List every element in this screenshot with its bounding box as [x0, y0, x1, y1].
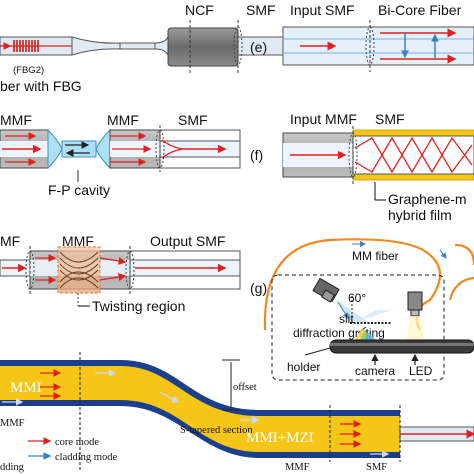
taper-right — [154, 36, 169, 56]
taper-left — [71, 36, 121, 56]
smf-fp-label: SMF — [178, 112, 208, 128]
input-smf-label: Input SMF — [290, 2, 355, 18]
smf-partial-label: MF — [0, 233, 20, 249]
ncf-section — [167, 27, 239, 67]
holder-label: holder — [287, 360, 320, 374]
panel-e-letter: (e) — [250, 39, 267, 55]
setup-box — [271, 274, 445, 381]
cladding-partial-label: dding — [0, 462, 25, 473]
panel-g-letter: (g) — [250, 280, 267, 296]
mmf-mid-label: MMF — [107, 112, 139, 128]
panel-s-tapered: offset MMI MMF S-tapered section core mo… — [0, 352, 474, 473]
led-label: LED — [409, 364, 433, 378]
slit-label: slit — [339, 312, 354, 326]
film-top — [352, 129, 474, 137]
fiber-with-fbg-caption: ber with FBG — [0, 78, 82, 94]
panel-fp-cavity: MMF MMF SMF F-P cavity — [0, 112, 241, 198]
panel-e-bicore: (e) Input SMF Bi-Core Fiber — [250, 2, 474, 72]
fbg-tag: (FBG2) — [13, 65, 44, 76]
twisting-region — [57, 246, 101, 294]
graphene-film-label-2: hybrid film — [388, 207, 452, 223]
s-taper-core — [0, 366, 400, 452]
s-tapered-label: S-tapered section — [180, 425, 253, 436]
offset-label: offset — [233, 382, 257, 393]
cladding-mode-label: cladding mode — [55, 452, 117, 463]
angle-label: 60° — [348, 291, 366, 305]
output-smf-label: Output SMF — [150, 233, 225, 249]
mmf-right-bottom-label: MMF — [285, 462, 310, 473]
camera-label: camera — [355, 364, 395, 378]
core-mode-label: core mode — [55, 437, 99, 448]
fp-cavity-region — [61, 140, 97, 158]
mm-fiber-label: MM fiber — [352, 249, 399, 263]
panel-fbg-ncf: NCF SMF (FBG2) ber with FBG — [0, 2, 298, 94]
mm-fiber-path — [263, 238, 442, 331]
mmi-mzi-label: MMI+MZI — [246, 430, 314, 446]
fiber-holder-rod — [329, 339, 474, 354]
fp-cavity-caption: F-P cavity — [48, 182, 110, 198]
panel-f-graphene: (f) Input MMF SMF Graphene-m hybrid film — [250, 111, 474, 223]
smf-label: SMF — [246, 2, 276, 18]
fbg-grating — [13, 40, 39, 52]
input-mmf-label: Input MMF — [290, 111, 357, 127]
bi-core-fiber-label: Bi-Core Fiber — [378, 2, 462, 18]
twisting-region-caption: Twisting region — [92, 298, 185, 314]
panel-g-setup: (g) MM fiber 60° slit diffraction gratin… — [250, 238, 474, 381]
mmf-left-bottom-label: MMF — [0, 418, 25, 429]
film-bottom — [352, 173, 474, 181]
graphene-film-label-1: Graphene-m — [388, 191, 467, 207]
mmf-left-label: MMF — [0, 112, 32, 128]
taper-waist — [119, 42, 156, 50]
mmi-left-label: MMI — [10, 380, 42, 396]
mmf-twist-label: MMF — [62, 233, 94, 249]
smf-film-label: SMF — [375, 111, 405, 127]
smf-right-bottom-label: SMF — [366, 462, 387, 473]
ncf-label: NCF — [185, 2, 214, 18]
panel-f-letter: (f) — [250, 147, 263, 163]
panel-twisting: MF MMF Output SMF Twisting region — [0, 233, 241, 314]
